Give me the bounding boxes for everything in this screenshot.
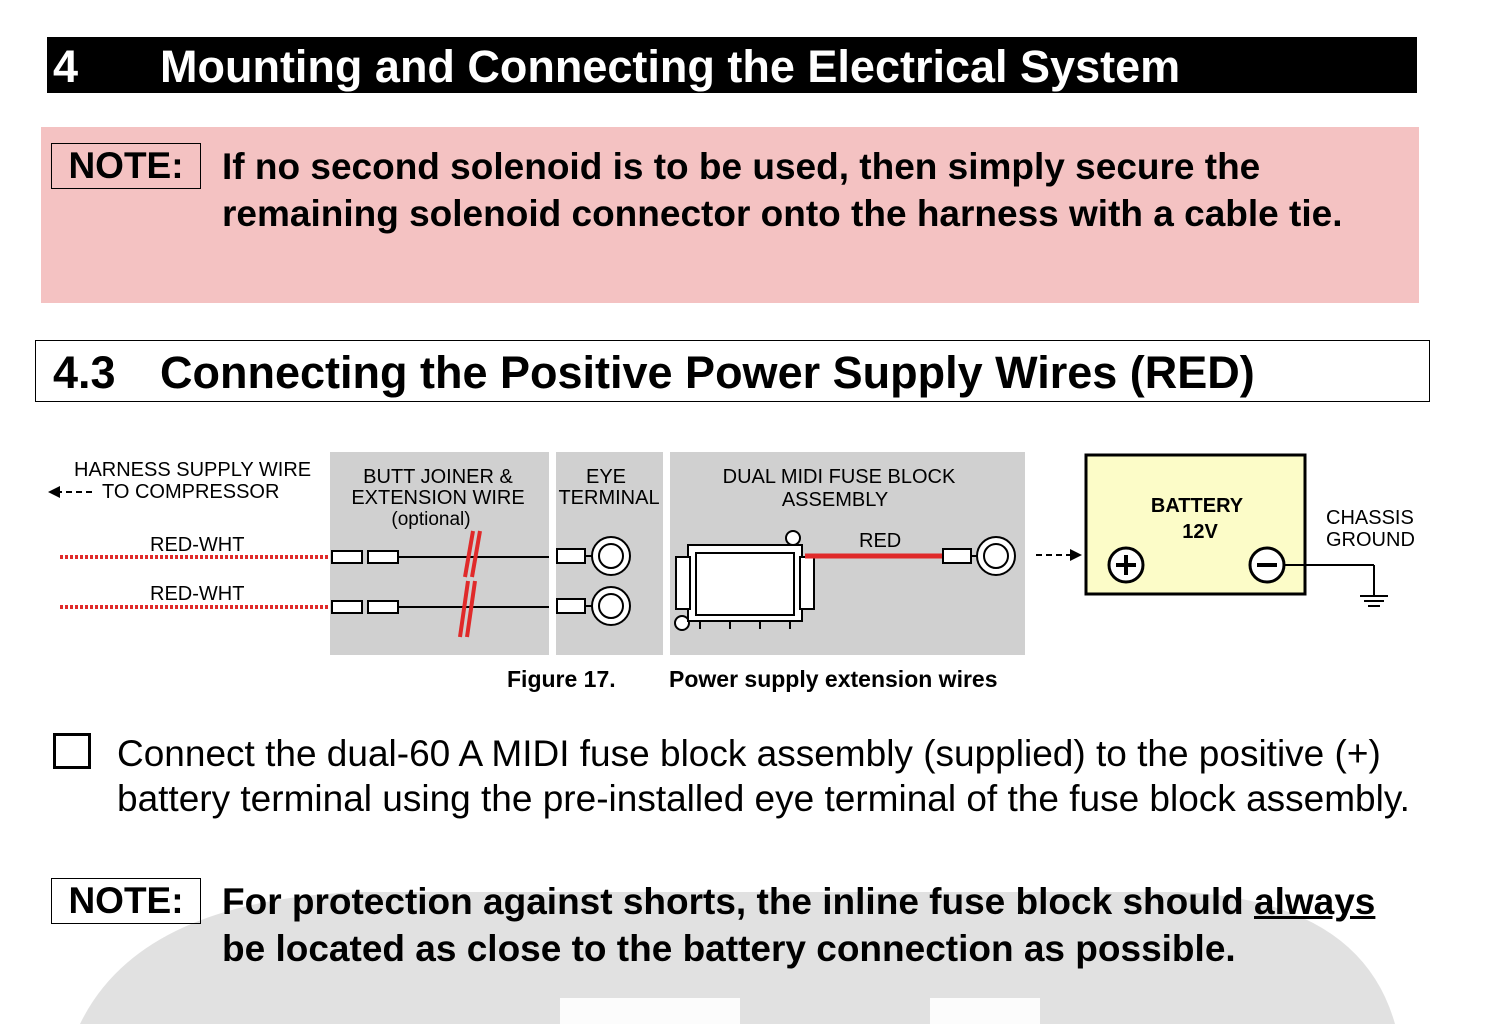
subsection-number: 4.3: [53, 347, 116, 398]
fuse-eye-terminal-icon: [942, 536, 1016, 576]
chassis-label-2: GROUND: [1326, 529, 1415, 551]
battery-label-2: 12V: [1182, 521, 1218, 543]
butt-joiner-panel: [330, 452, 549, 655]
figure-caption-text: Power supply extension wires: [669, 666, 998, 692]
eye-terminal-bottom-icon: [556, 586, 631, 626]
red-wire-label: RED: [859, 530, 901, 552]
battery-label-1: BATTERY: [1151, 495, 1244, 517]
eye-terminal-label-1: EYE: [586, 466, 626, 488]
wire-label-1: RED-WHT: [150, 534, 244, 556]
harness-label-2: TO COMPRESSOR: [102, 481, 279, 503]
step-text: Connect the dual-60 A MIDI fuse block as…: [117, 733, 1410, 819]
note-label: NOTE:: [51, 143, 201, 189]
butt-joiner-top: [331, 550, 549, 564]
arrow-left-icon: [48, 486, 96, 498]
minus-terminal-icon: [1248, 546, 1286, 584]
plus-terminal-icon: [1107, 546, 1145, 584]
note2-text: For protection against shorts, the inlin…: [222, 878, 1402, 972]
chassis-label-1: CHASSIS: [1326, 507, 1414, 529]
arrow-right-icon: [1036, 549, 1082, 561]
wiring-diagram: HARNESS SUPPLY WIRE TO COMPRESSOR RED-WH…: [48, 452, 1415, 655]
wire-break-icon: [458, 530, 482, 638]
butt-joiner-label-1: BUTT JOINER &: [363, 466, 513, 488]
step-checkbox[interactable]: [53, 733, 91, 769]
fuse-block-label-1: DUAL MIDI FUSE BLOCK: [723, 466, 956, 488]
subsection-heading: 4.3 Connecting the Positive Power Supply…: [35, 340, 1430, 402]
note2-text-after: be located as close to the battery conne…: [222, 928, 1236, 969]
note-callout: NOTE: If no second solenoid is to be use…: [41, 127, 1419, 303]
subsection-title: Connecting the Positive Power Supply Wir…: [160, 347, 1255, 398]
section-number: 4: [53, 41, 79, 92]
section-header: 4 Mounting and Connecting the Electrical…: [47, 37, 1417, 93]
butt-joiner-bottom: [331, 600, 549, 614]
figure-caption-number: Figure 17.: [507, 666, 616, 692]
wire-label-2: RED-WHT: [150, 583, 244, 605]
ground-icon: [1284, 564, 1388, 607]
section-title: Mounting and Connecting the Electrical S…: [160, 41, 1181, 92]
note-text: If no second solenoid is to be used, the…: [222, 146, 1343, 234]
eye-terminal-label-2: TERMINAL: [558, 487, 659, 509]
note2-emphasis: always: [1254, 881, 1376, 922]
harness-label-1: HARNESS SUPPLY WIRE: [74, 459, 311, 481]
butt-joiner-label-2: EXTENSION WIRE: [351, 487, 524, 509]
watermark-logo: [80, 892, 1395, 1024]
butt-joiner-label-3: (optional): [391, 509, 470, 530]
fuse-block-label-2: ASSEMBLY: [782, 489, 888, 511]
fuse-block-icon: [674, 530, 815, 631]
note2-text-before: For protection against shorts, the inlin…: [222, 881, 1244, 922]
note2-label: NOTE:: [51, 878, 201, 924]
eye-terminal-top-icon: [556, 536, 631, 576]
